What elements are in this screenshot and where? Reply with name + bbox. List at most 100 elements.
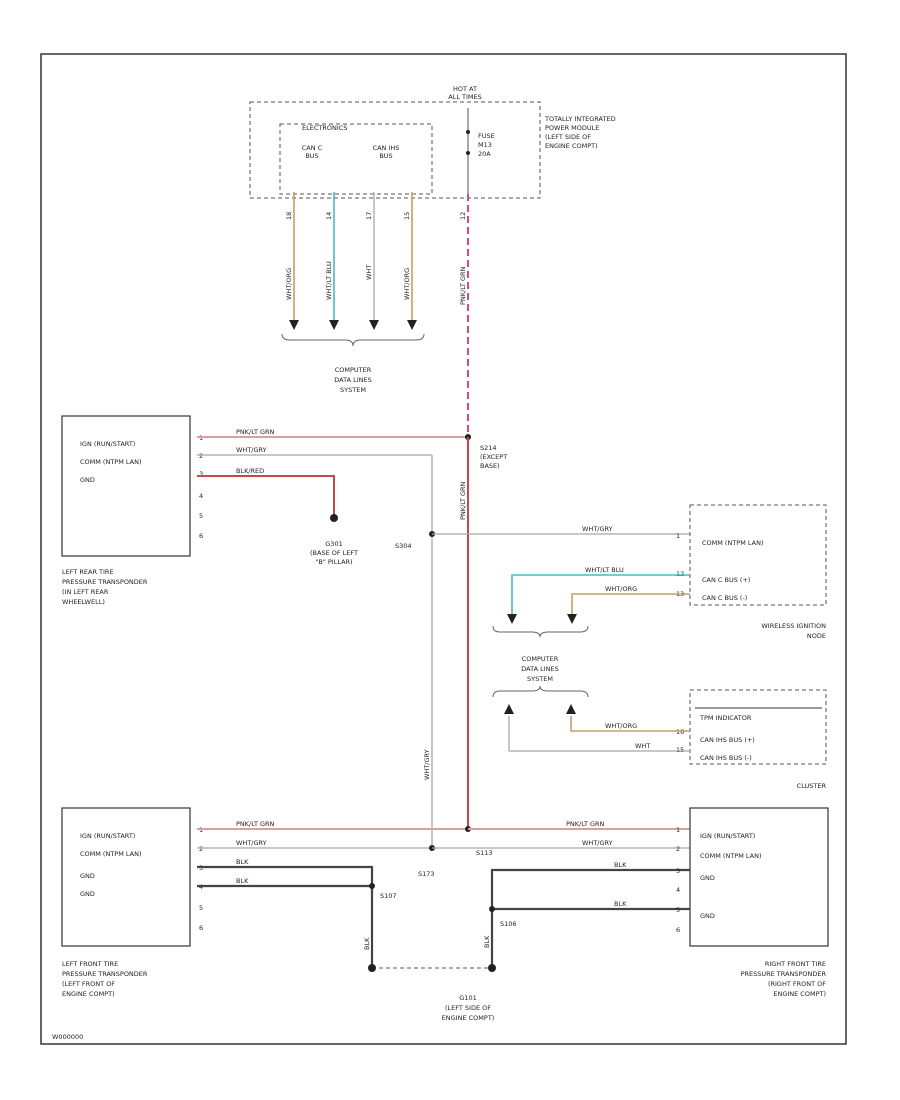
cluster-pin-label-1: TPM INDICATOR bbox=[699, 714, 752, 722]
rf-pin-label-3: GND bbox=[700, 874, 715, 882]
cluster-box bbox=[689, 689, 827, 765]
win-can-minus-wire bbox=[571, 593, 690, 616]
tipm-wires bbox=[293, 192, 469, 437]
text-line: M13 bbox=[478, 141, 492, 149]
text-line: PRESSURE TRANSPONDER bbox=[62, 578, 148, 586]
tipm-pin-2: 14 bbox=[325, 212, 333, 220]
text-line: LEFT REAR TIRE bbox=[62, 568, 114, 576]
rf-pin-num-3: 3 bbox=[676, 867, 680, 875]
cluster-pin-num-2: 16 bbox=[676, 728, 684, 736]
cluster-pin-label-2: CAN IHS BUS (+) bbox=[700, 736, 755, 744]
lr-sensor-box bbox=[61, 415, 191, 557]
tipm-wire-label-4: WHT/ORG bbox=[403, 268, 411, 300]
win-pin-label-2: CAN C BUS (+) bbox=[702, 576, 750, 584]
lr-pin-label-2: COMM (NTPM LAN) bbox=[80, 458, 142, 466]
cluster-wire-label-2: WHT bbox=[635, 742, 650, 750]
text-line: (LEFT SIDE OF bbox=[445, 1004, 491, 1012]
lr-gnd-wire-label: BLK/RED bbox=[236, 467, 264, 475]
win-pin-label-3: CAN C BUS (-) bbox=[702, 594, 747, 602]
rf-pin-num-5: 5 bbox=[676, 906, 680, 914]
rf-comm-wire-label: WHT/GRY bbox=[582, 839, 613, 847]
text-line: ENGINE COMPT) bbox=[62, 990, 115, 998]
tipm-box bbox=[249, 101, 541, 199]
g101-ground-right bbox=[488, 964, 496, 972]
text-line: 20A bbox=[478, 150, 491, 158]
cluster-can-minus-wire bbox=[570, 716, 690, 732]
s106-wire-label: BLK bbox=[483, 935, 491, 948]
data-lines-bracket-2 bbox=[492, 625, 589, 638]
win-can-plus-wire bbox=[511, 574, 690, 616]
text-line: G101 bbox=[459, 994, 476, 1002]
lr-comm-wire-label: WHT/GRY bbox=[236, 446, 267, 454]
cluster-name: CLUSTER bbox=[797, 782, 827, 790]
electronics-box bbox=[279, 123, 433, 195]
text-line: (LEFT FRONT OF bbox=[62, 980, 115, 988]
s173-label: S173 bbox=[418, 870, 435, 878]
terminal-arrow bbox=[567, 614, 577, 624]
g101-ground-left bbox=[368, 964, 376, 972]
lr-pin-num-6: 6 bbox=[199, 532, 203, 540]
tipm-pin-3: 17 bbox=[365, 212, 373, 220]
win-pin-num-2: 12 bbox=[676, 570, 684, 578]
text-line: (BASE OF LEFT bbox=[310, 549, 358, 557]
figure-id: W000000 bbox=[52, 1033, 83, 1041]
s304-wire-label: WHT/GRY bbox=[582, 525, 613, 533]
rf-pin-num-4: 4 bbox=[676, 886, 680, 894]
fuse-top-terminal bbox=[466, 130, 470, 134]
s113-label: S113 bbox=[476, 849, 493, 857]
text-line: COMPUTER bbox=[522, 655, 559, 663]
cluster-pin-label-3: CAN IHS BUS (-) bbox=[700, 754, 752, 762]
rf-gnd-wire-label-1: BLK bbox=[614, 861, 627, 869]
tipm-pin-4: 15 bbox=[403, 212, 411, 220]
tipm-wire-label-3: WHT bbox=[365, 265, 373, 280]
s106-splice bbox=[489, 906, 495, 912]
terminal-arrow bbox=[369, 320, 379, 330]
lf-pin-num-5: 5 bbox=[199, 904, 203, 912]
lf-pin-label-4: GND bbox=[80, 890, 95, 898]
text-line: ENGINE COMPT) bbox=[442, 1014, 495, 1022]
lr-pin-num-4: 4 bbox=[199, 492, 203, 500]
lf-pin-num-2: 2 bbox=[199, 845, 203, 853]
text-line: DATA LINES bbox=[521, 665, 558, 673]
lf-sensor-box bbox=[61, 807, 191, 947]
s107-wire-label: BLK bbox=[363, 937, 371, 950]
lr-pin-num-2: 2 bbox=[199, 452, 203, 460]
tipm-pin-5: 12 bbox=[459, 212, 467, 220]
lf-pin-label-3: GND bbox=[80, 872, 95, 880]
lr-gnd-wire bbox=[197, 475, 335, 516]
tipm-wire-label-5: PNK/LT GRN bbox=[459, 266, 467, 305]
lr-pin-label-3: GND bbox=[80, 476, 95, 484]
s304-vert-label: WHT/GRY bbox=[423, 749, 431, 780]
terminal-arrow bbox=[407, 320, 417, 330]
fuse-bottom-terminal bbox=[466, 151, 470, 155]
text-line: (EXCEPT bbox=[480, 453, 507, 461]
text-line: FUSE bbox=[478, 132, 495, 140]
text-line: PRESSURE TRANSPONDER bbox=[62, 970, 148, 978]
tipm-wire-label-1: WHT/ORG bbox=[285, 268, 293, 300]
text-line: WHEELWELL) bbox=[62, 598, 105, 606]
text-line: LEFT FRONT TIRE bbox=[62, 960, 118, 968]
win-box bbox=[689, 504, 827, 606]
win-pin-label-1: COMM (NTPM LAN) bbox=[702, 539, 764, 547]
rf-pin-label-1: IGN (RUN/START) bbox=[700, 832, 755, 840]
text-line: ENGINE COMPT) bbox=[773, 990, 826, 998]
text-line: G301 bbox=[325, 540, 342, 548]
s107-splice bbox=[369, 883, 375, 889]
rf-pin-label-2: COMM (NTPM LAN) bbox=[700, 852, 762, 860]
rf-gnd-wire-label-2: BLK bbox=[614, 900, 627, 908]
rf-pin-num-6: 6 bbox=[676, 926, 680, 934]
data-lines-bracket-1 bbox=[281, 333, 425, 347]
s107-label: S107 bbox=[380, 892, 397, 900]
terminal-arrow bbox=[566, 704, 576, 714]
text-line: (IN LEFT REAR bbox=[62, 588, 109, 596]
lf-gnd-wire-label-2: BLK bbox=[236, 877, 249, 885]
terminal-arrow bbox=[289, 320, 299, 330]
